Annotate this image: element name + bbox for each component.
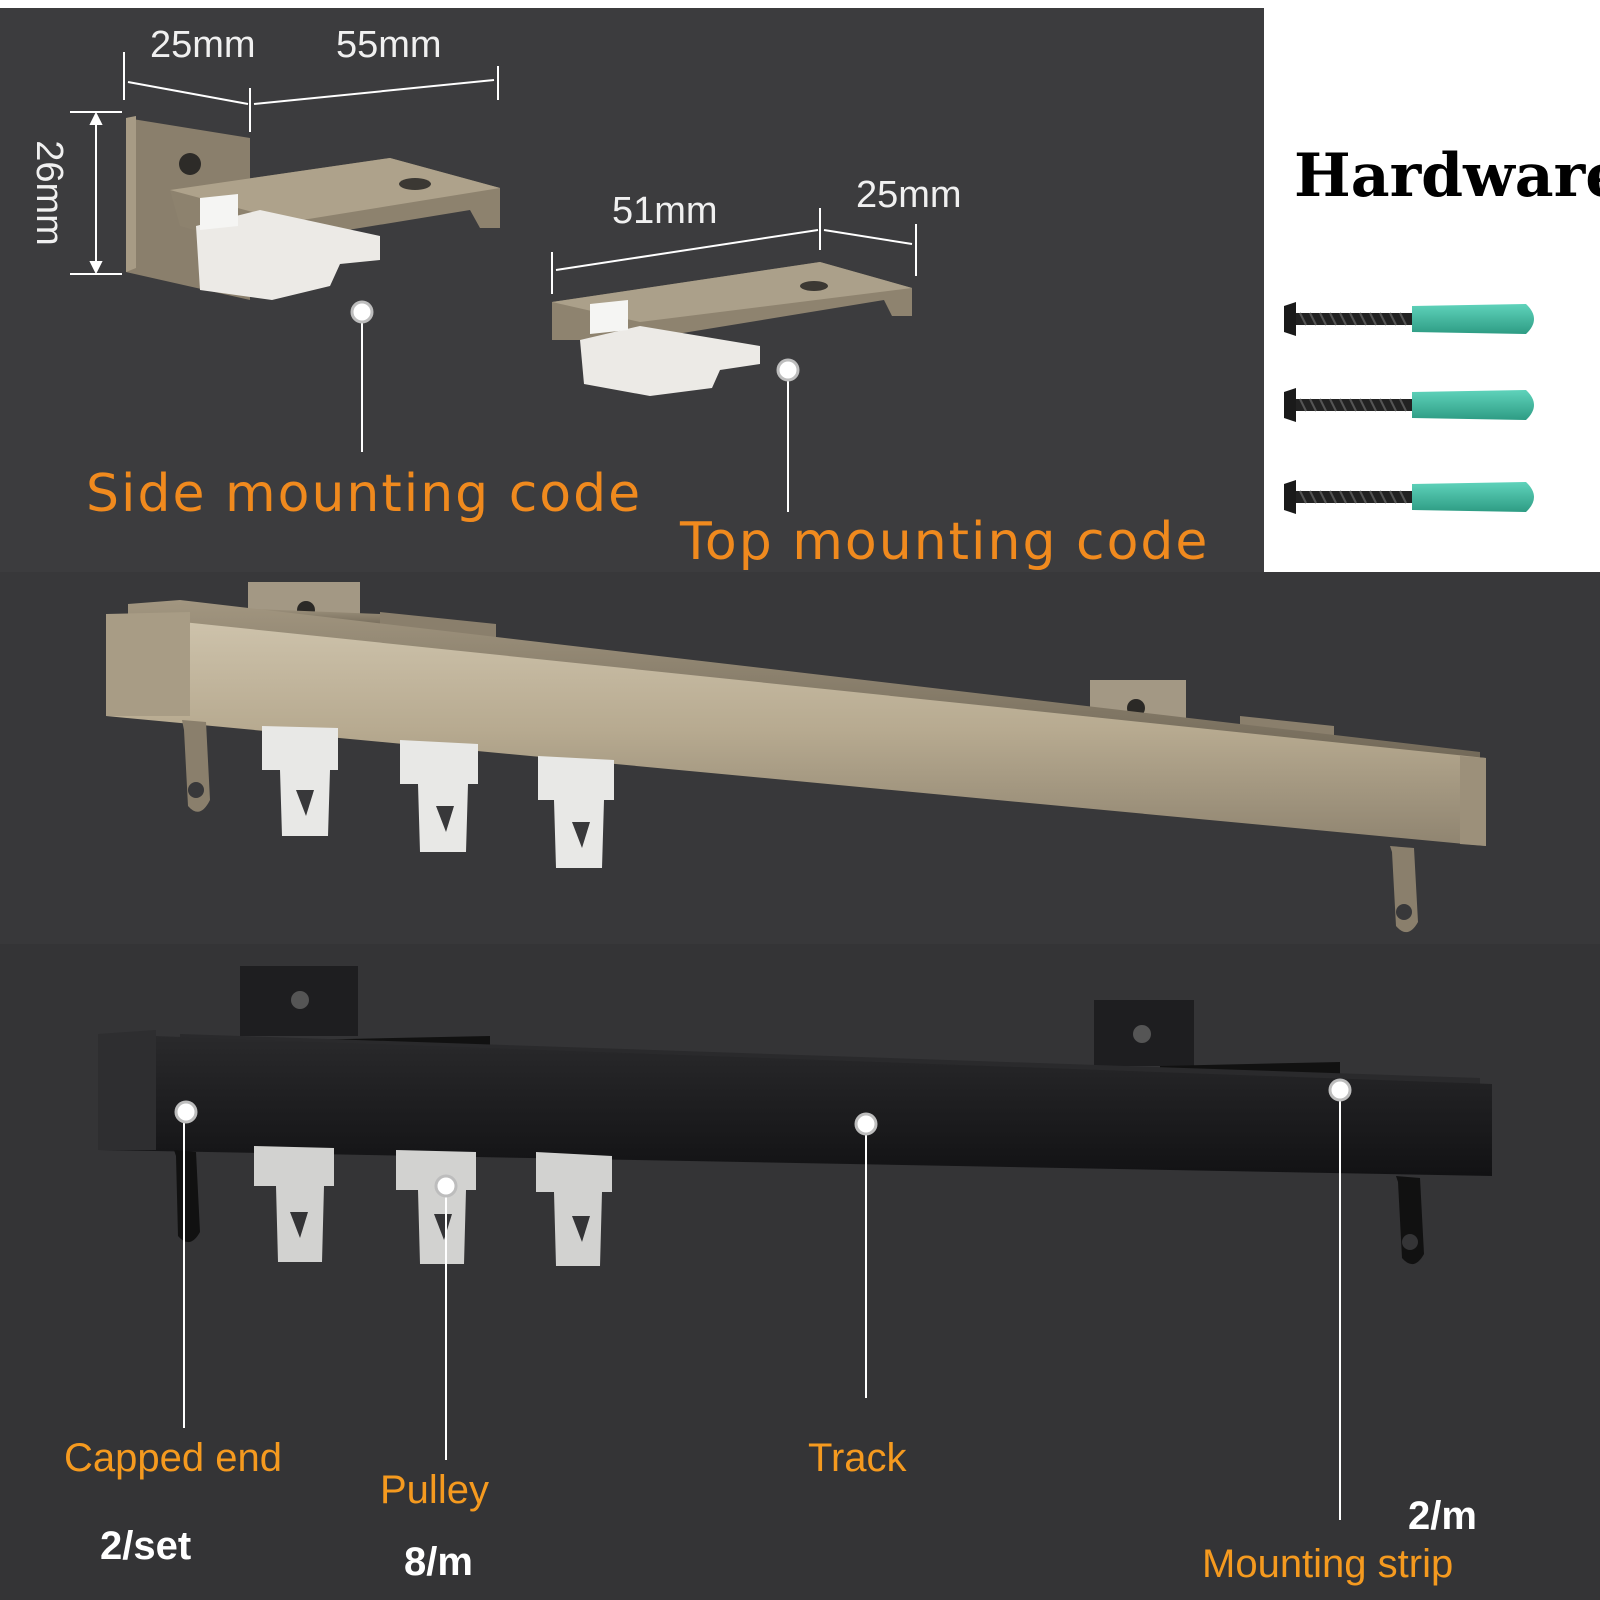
pulley-quantity: 8/m — [404, 1540, 473, 1584]
screw-anchor-2 — [1284, 388, 1534, 422]
track-label: Track — [808, 1436, 907, 1480]
capped-end-label: Capped end — [64, 1436, 282, 1480]
hardware-panel — [1264, 0, 1600, 572]
pulley-label: Pulley — [380, 1468, 489, 1512]
screw-anchor-3 — [1284, 480, 1534, 514]
top-width-a-label: 51mm — [612, 190, 718, 232]
top-dimension-lines — [551, 208, 917, 294]
side-mounting-label: Side mounting code — [86, 464, 643, 524]
side-width-b-label: 55mm — [336, 24, 442, 66]
mounting-strip-quantity: 2/m — [1408, 1494, 1477, 1538]
mounting-strip-label: Mounting strip — [1202, 1542, 1454, 1586]
side-mounting-bracket-image — [126, 116, 500, 300]
screw-anchor-set — [1284, 302, 1534, 514]
callout-pins-bottom — [174, 1078, 1352, 1520]
screw-anchor-1 — [1284, 302, 1534, 336]
top-mounting-bracket-image — [552, 262, 912, 396]
pulley-set-black — [254, 1146, 612, 1266]
side-dimension-lines — [70, 52, 499, 275]
hardware-title: Hardware — [1294, 141, 1600, 211]
black-track-image — [98, 966, 1492, 1266]
champagne-track-image — [106, 582, 1486, 933]
pulley-set-champagne — [262, 726, 614, 868]
capped-end-quantity: 2/set — [100, 1524, 192, 1568]
callout-pins-top — [350, 300, 800, 512]
side-height-label: 26mm — [27, 140, 70, 246]
top-width-b-label: 25mm — [856, 174, 962, 216]
top-mounting-label: Top mounting code — [680, 512, 1210, 572]
side-width-a-label: 25mm — [150, 24, 256, 66]
